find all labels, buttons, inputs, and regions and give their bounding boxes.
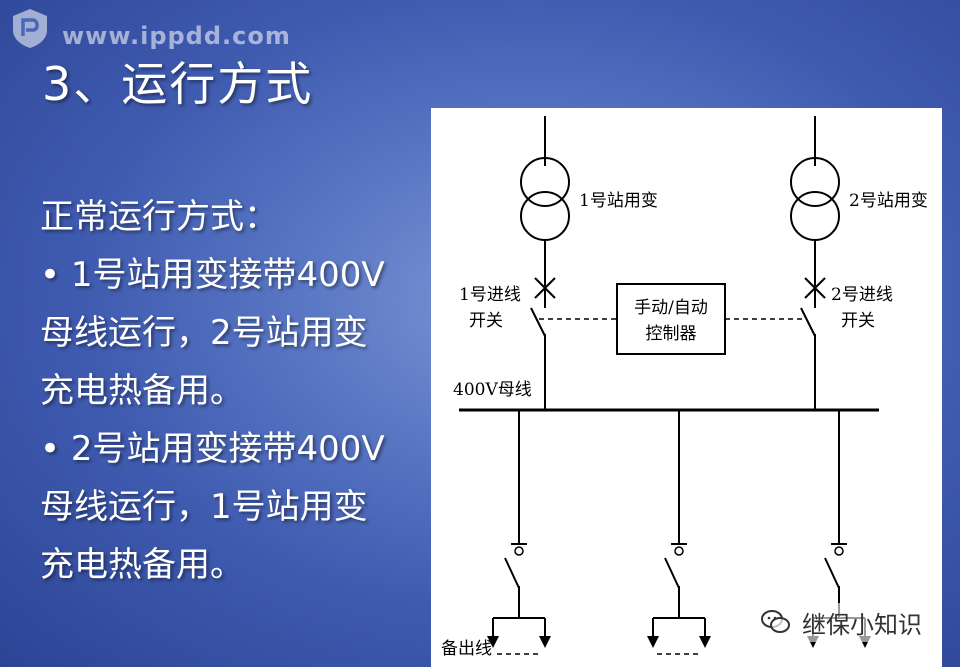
bullet-2-text1: 2号站用变接带400V: [70, 429, 385, 469]
controller-label-line1: 手动/自动: [634, 298, 708, 318]
transformer-1-label: 1号站用变: [579, 191, 658, 211]
switch-2-blade: [800, 307, 816, 337]
bullet-2-line3: 充电热备用。: [40, 545, 244, 585]
outgoing-label: 备出线: [441, 639, 492, 659]
controller-box: [616, 283, 726, 355]
bullet-marker: •: [40, 255, 61, 295]
bullet-1-line2: 母线运行，2号站用变: [40, 313, 368, 353]
switch-2-label-line2: 开关: [841, 311, 875, 331]
switch-2-label-line1: 2号进线: [831, 285, 893, 305]
transformer-2-label: 2号站用变: [849, 191, 928, 211]
switch-1-label-line2: 开关: [469, 311, 503, 331]
wechat-icon: [761, 610, 790, 633]
ippdd-logo-icon: [13, 9, 47, 48]
outgoing-feeder-2: [647, 410, 711, 655]
transformer-2-symbol: [790, 157, 840, 241]
single-line-diagram: 1号站用变 1号进线 开关 2号站用变 2号进线 开关 手动/自: [431, 108, 942, 667]
bullet-marker: •: [40, 429, 61, 469]
switch-1-label-line1: 1号进线: [459, 285, 521, 305]
section-heading: 正常运行方式：: [40, 197, 278, 237]
footer-text: 继保小知识: [798, 602, 926, 642]
bullet-1-line3: 充电热备用。: [40, 371, 244, 411]
switch-1-blade: [530, 307, 546, 337]
outgoing-feeder-1: [487, 410, 551, 655]
bullet-1-line1: • 1号站用变接带400V: [40, 246, 425, 304]
bullet-2-line1: • 2号站用变接带400V: [40, 420, 425, 478]
bullet-1-text1: 1号站用变接带400V: [70, 255, 385, 295]
bus-label: 400V母线: [453, 380, 532, 400]
watermark-url: www.ippdd.com: [62, 22, 291, 50]
bullet-2-line2: 母线运行，1号站用变: [40, 487, 368, 527]
body-text: 正常运行方式： • 1号站用变接带400V 母线运行，2号站用变 充电热备用。 …: [40, 188, 425, 594]
controller-label-line2: 控制器: [646, 324, 697, 344]
slide-title: 3、运行方式: [42, 57, 314, 111]
footer-watermark: 继保小知识: [760, 600, 926, 644]
transformer-1-symbol: [520, 157, 570, 241]
